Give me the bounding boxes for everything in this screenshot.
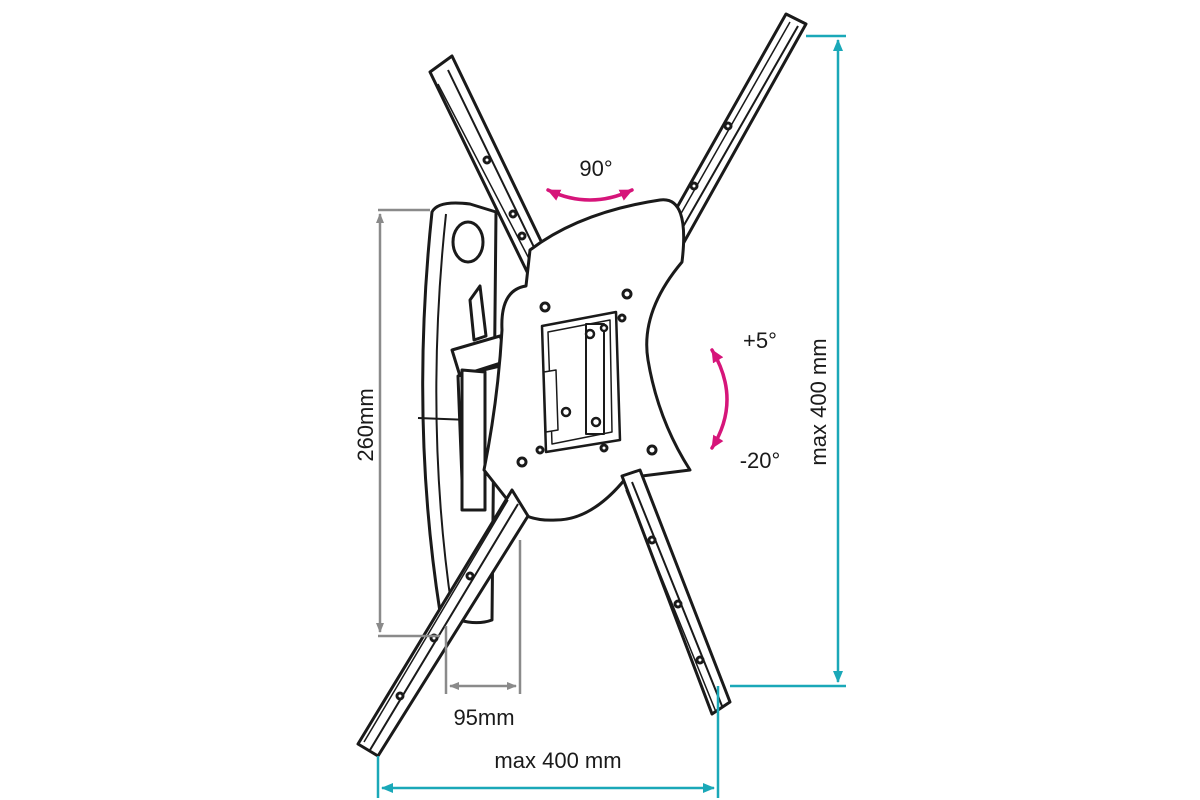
dimension-bracket-height xyxy=(376,208,440,638)
bracket-height-label: 260mm xyxy=(353,388,378,461)
tilt-up-label: +5° xyxy=(743,328,777,353)
wall-plate-hole xyxy=(451,220,485,264)
plate-hole xyxy=(621,288,633,300)
pivot-bracket xyxy=(540,310,622,454)
tilt-arrow-icon xyxy=(710,348,729,450)
arm-lower-right xyxy=(620,468,732,716)
max-height-label: max 400 mm xyxy=(806,338,831,465)
arm-upper-left xyxy=(428,54,556,284)
wall-depth-label: 95mm xyxy=(453,705,514,730)
rotation-label: 90° xyxy=(579,156,612,181)
plate-hole xyxy=(516,456,528,468)
dimension-wall-depth xyxy=(444,540,522,694)
dimension-max-width xyxy=(376,686,720,798)
rotate-arrow-icon xyxy=(546,188,634,202)
plate-hole xyxy=(539,301,551,313)
tilt-down-label: -20° xyxy=(740,448,781,473)
plate-hole xyxy=(646,444,658,456)
tilt-arm xyxy=(450,284,512,512)
max-width-label: max 400 mm xyxy=(494,748,621,773)
dimension-max-height xyxy=(730,34,846,688)
